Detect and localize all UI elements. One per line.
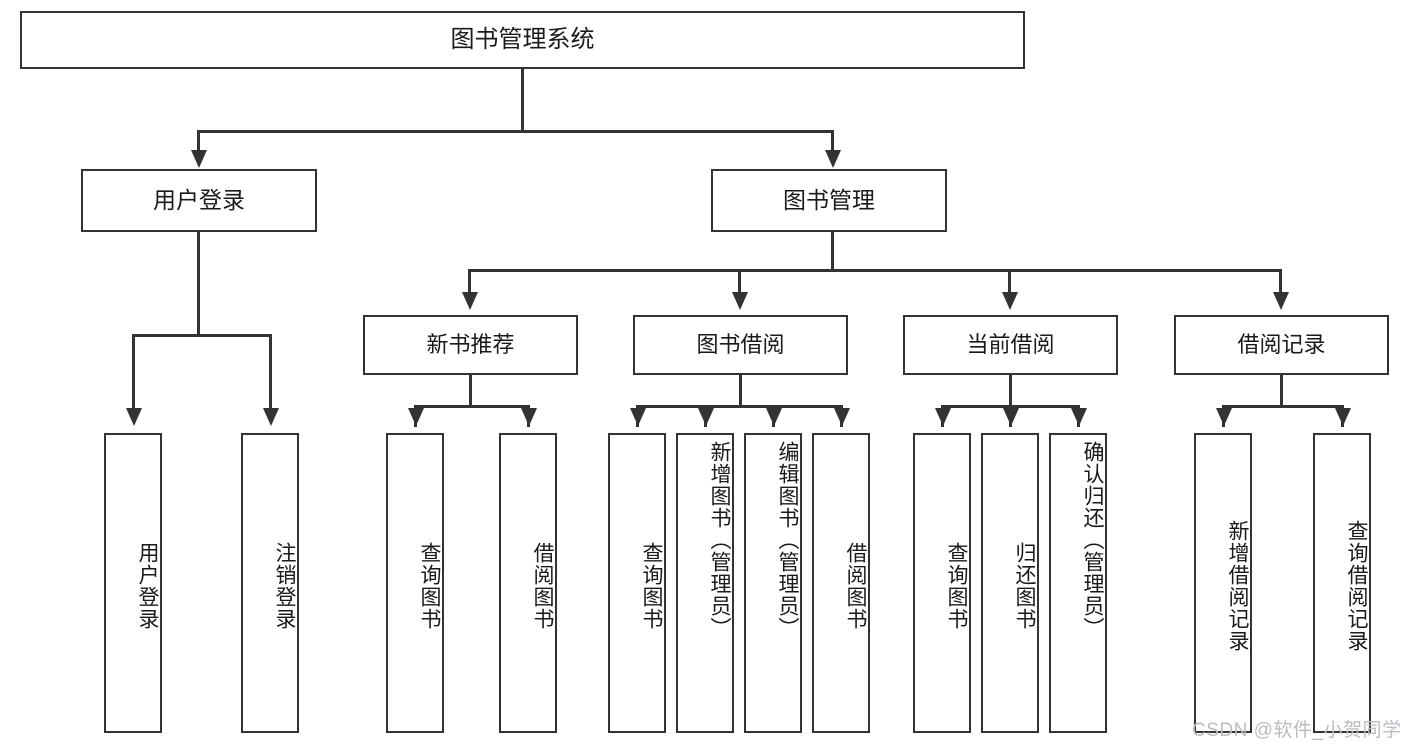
node-book-manage-label: 图书管理 xyxy=(783,187,875,214)
edge-root-to-book-manage xyxy=(831,130,834,152)
leaf-current-borrow-0-label: 查询图书 xyxy=(945,542,968,630)
edge-new-book-bus xyxy=(414,405,530,408)
leaf-book-borrow-3[interactable]: 借阅图书 xyxy=(812,433,870,733)
leaf-user-login-1-label: 注销登录 xyxy=(273,542,296,630)
leaf-book-borrow-1-label: 新增图书（管理员） xyxy=(708,441,731,639)
edge-new-book-stem xyxy=(469,375,472,408)
arrow-borrow-records-leaf-1-icon xyxy=(1335,408,1351,426)
arrow-user-login-leaf-0-icon xyxy=(126,408,142,426)
leaf-current-borrow-1[interactable]: 归还图书 xyxy=(981,433,1039,733)
node-borrow-records-label: 借阅记录 xyxy=(1237,332,1326,358)
edge-current-borrow-stem xyxy=(1009,375,1012,408)
arrow-book-borrow-leaf-1-icon xyxy=(698,408,714,426)
arrow-borrow-records-leaf-0-icon xyxy=(1216,408,1232,426)
leaf-new-book-1-label: 借阅图书 xyxy=(531,542,554,630)
node-user-login-label: 用户登录 xyxy=(153,187,245,214)
node-current-borrow-label: 当前借阅 xyxy=(966,332,1055,358)
arrow-to-book-borrow-icon xyxy=(732,292,748,310)
leaf-new-book-1[interactable]: 借阅图书 xyxy=(499,433,557,733)
node-book-manage[interactable]: 图书管理 xyxy=(711,169,947,232)
leaf-borrow-records-1-label: 查询借阅记录 xyxy=(1345,520,1368,652)
leaf-book-borrow-0-label: 查询图书 xyxy=(640,542,663,630)
arrow-current-borrow-leaf-1-icon xyxy=(1003,408,1019,426)
edge-book-manage-to-new-book xyxy=(468,269,471,294)
leaf-new-book-0[interactable]: 查询图书 xyxy=(386,433,444,733)
leaf-current-borrow-2[interactable]: 确认归还（管理员） xyxy=(1049,433,1107,733)
arrow-to-current-borrow-icon xyxy=(1002,292,1018,310)
edge-user-login-leaf-0 xyxy=(132,334,135,410)
node-user-login[interactable]: 用户登录 xyxy=(81,169,317,232)
leaf-borrow-records-0-label: 新增借阅记录 xyxy=(1226,520,1249,652)
arrow-to-borrow-records-icon xyxy=(1273,292,1289,310)
leaf-user-login-0-label: 用户登录 xyxy=(136,542,159,630)
leaf-book-borrow-3-label: 借阅图书 xyxy=(844,542,867,630)
edge-root-bus xyxy=(197,130,834,133)
edge-root-to-user-login xyxy=(197,130,200,152)
arrow-new-book-leaf-0-icon xyxy=(408,408,424,426)
arrow-new-book-leaf-1-icon xyxy=(521,408,537,426)
arrow-user-login-leaf-1-icon xyxy=(263,408,279,426)
edge-root-stem xyxy=(521,69,524,132)
leaf-current-borrow-0[interactable]: 查询图书 xyxy=(913,433,971,733)
node-new-book-recommend[interactable]: 新书推荐 xyxy=(363,315,578,375)
node-book-borrow[interactable]: 图书借阅 xyxy=(633,315,848,375)
arrow-book-borrow-leaf-3-icon xyxy=(834,408,850,426)
arrow-book-borrow-leaf-0-icon xyxy=(630,408,646,426)
edge-book-manage-to-borrow-records xyxy=(1279,269,1282,294)
arrow-current-borrow-leaf-0-icon xyxy=(935,408,951,426)
edge-user-login-leaf-1 xyxy=(269,334,272,410)
arrow-book-borrow-leaf-2-icon xyxy=(766,408,782,426)
leaf-current-borrow-1-label: 归还图书 xyxy=(1013,542,1036,630)
node-book-borrow-label: 图书借阅 xyxy=(696,332,785,358)
edge-book-manage-to-current-borrow xyxy=(1008,269,1011,294)
arrow-to-new-book-icon xyxy=(462,292,478,310)
edge-book-manage-to-book-borrow xyxy=(738,269,741,294)
edge-borrow-records-stem xyxy=(1280,375,1283,408)
leaf-borrow-records-1[interactable]: 查询借阅记录 xyxy=(1313,433,1371,733)
leaf-borrow-records-0[interactable]: 新增借阅记录 xyxy=(1194,433,1252,733)
edge-book-borrow-bus xyxy=(636,405,841,408)
edge-book-borrow-stem xyxy=(739,375,742,408)
edge-book-manage-bus xyxy=(468,269,1282,272)
leaf-book-borrow-2[interactable]: 编辑图书（管理员） xyxy=(744,433,802,733)
leaf-book-borrow-1[interactable]: 新增图书（管理员） xyxy=(676,433,734,733)
leaf-book-borrow-0[interactable]: 查询图书 xyxy=(608,433,666,733)
leaf-user-login-0[interactable]: 用户登录 xyxy=(104,433,162,733)
edge-book-manage-stem xyxy=(831,232,834,272)
watermark-text: CSDN @软件_小贺同学 xyxy=(1192,720,1402,741)
leaf-new-book-0-label: 查询图书 xyxy=(418,542,441,630)
node-root-label: 图书管理系统 xyxy=(450,26,595,53)
node-root-system[interactable]: 图书管理系统 xyxy=(20,11,1025,69)
node-current-borrow[interactable]: 当前借阅 xyxy=(903,315,1118,375)
leaf-current-borrow-2-label: 确认归还（管理员） xyxy=(1081,441,1104,639)
edge-borrow-records-bus xyxy=(1222,405,1344,408)
leaf-user-login-1[interactable]: 注销登录 xyxy=(241,433,299,733)
edge-user-login-stem xyxy=(197,232,200,337)
leaf-book-borrow-2-label: 编辑图书（管理员） xyxy=(776,441,799,639)
node-new-book-recommend-label: 新书推荐 xyxy=(426,332,515,358)
arrow-current-borrow-leaf-2-icon xyxy=(1071,408,1087,426)
arrow-root-to-user-login-icon xyxy=(191,150,207,168)
node-borrow-records[interactable]: 借阅记录 xyxy=(1174,315,1389,375)
edge-user-login-bus xyxy=(132,334,269,337)
arrow-root-to-book-manage-icon xyxy=(825,150,841,168)
